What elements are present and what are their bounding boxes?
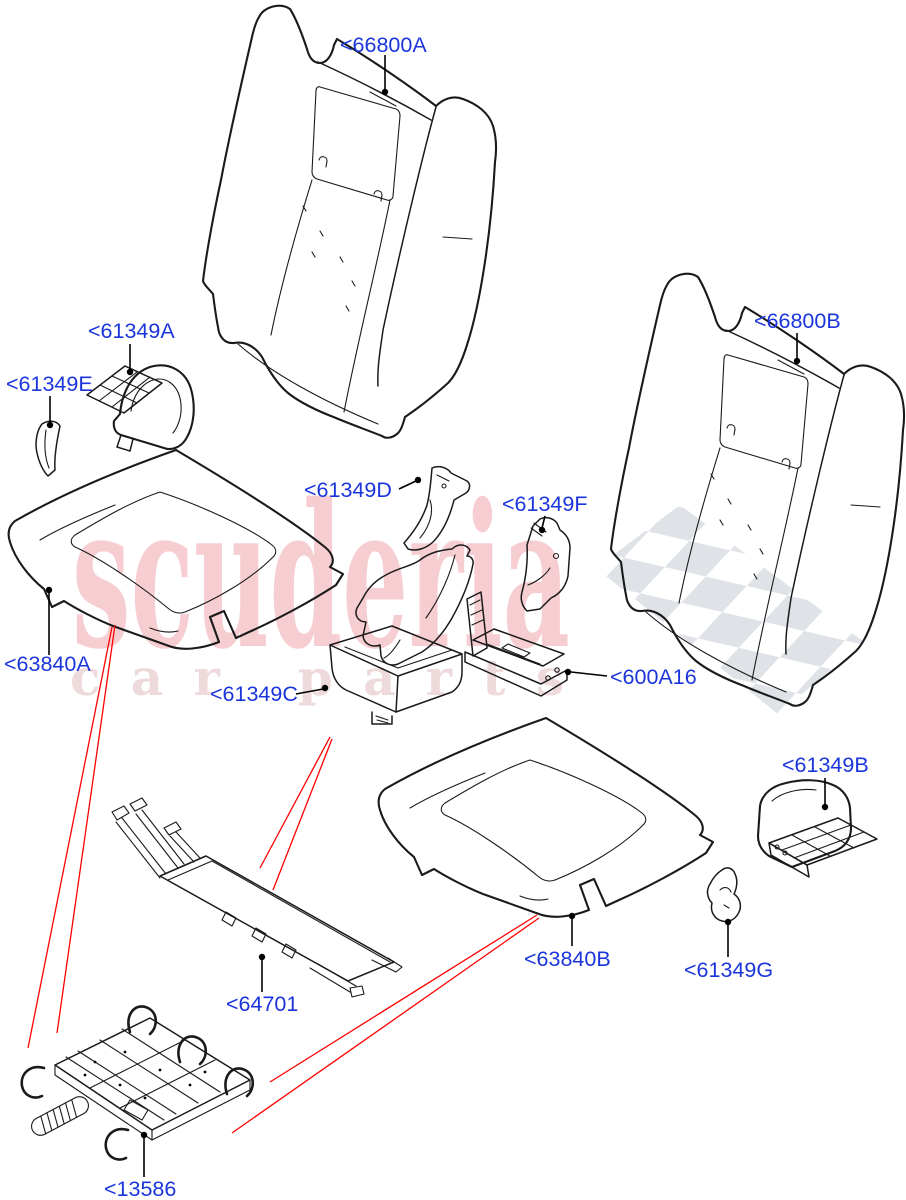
part-label-63840A[interactable]: <63840A bbox=[4, 652, 91, 676]
part-bracket-600A16 bbox=[464, 591, 568, 697]
watermark-checkered-flag bbox=[596, 505, 864, 714]
part-bracket-61349D bbox=[403, 465, 471, 551]
coil-spring bbox=[31, 1096, 89, 1136]
part-number-labels: <66800A <61349A <61349E <66800B <61349D … bbox=[4, 33, 869, 1200]
part-seat-cushion-right-63840B bbox=[377, 716, 715, 918]
callout-line bbox=[269, 914, 538, 1083]
part-label-61349E[interactable]: <61349E bbox=[6, 372, 93, 396]
callout-line bbox=[56, 624, 116, 1034]
watermark-tagline-text: car parts bbox=[70, 648, 566, 707]
part-label-61349F[interactable]: <61349F bbox=[502, 492, 587, 516]
part-panel-64701 bbox=[111, 797, 403, 998]
watermark-brand-text: scuderia bbox=[72, 460, 570, 693]
part-spring-platform-13586 bbox=[20, 1005, 255, 1161]
part-label-63840B[interactable]: <63840B bbox=[524, 947, 611, 971]
part-cover-61349A bbox=[86, 364, 195, 452]
part-duct-box-61349C bbox=[329, 544, 474, 725]
part-seat-back-left-66800A bbox=[201, 4, 498, 439]
part-trim-61349E bbox=[35, 420, 61, 477]
part-label-13586[interactable]: <13586 bbox=[104, 1177, 176, 1200]
part-label-61349C[interactable]: <61349C bbox=[210, 682, 298, 706]
part-label-61349D[interactable]: <61349D bbox=[304, 478, 392, 502]
callout-line bbox=[259, 736, 331, 869]
part-label-64701[interactable]: <64701 bbox=[226, 992, 298, 1016]
leader-lines bbox=[45, 55, 829, 1177]
callout-line bbox=[27, 626, 113, 1049]
callout-line bbox=[272, 738, 333, 891]
red-callout-lines bbox=[27, 624, 540, 1134]
part-label-61349G[interactable]: <61349G bbox=[684, 958, 773, 982]
part-label-66800B[interactable]: <66800B bbox=[754, 309, 841, 333]
part-label-61349B[interactable]: <61349B bbox=[782, 753, 869, 777]
part-label-600A16[interactable]: <600A16 bbox=[610, 665, 697, 689]
part-trim-61349G bbox=[706, 867, 742, 923]
part-label-66800A[interactable]: <66800A bbox=[340, 33, 427, 57]
watermark: scuderia car parts bbox=[70, 460, 864, 714]
part-label-61349A[interactable]: <61349A bbox=[88, 319, 175, 343]
part-cover-61349B bbox=[756, 779, 878, 878]
callout-line bbox=[231, 917, 540, 1134]
